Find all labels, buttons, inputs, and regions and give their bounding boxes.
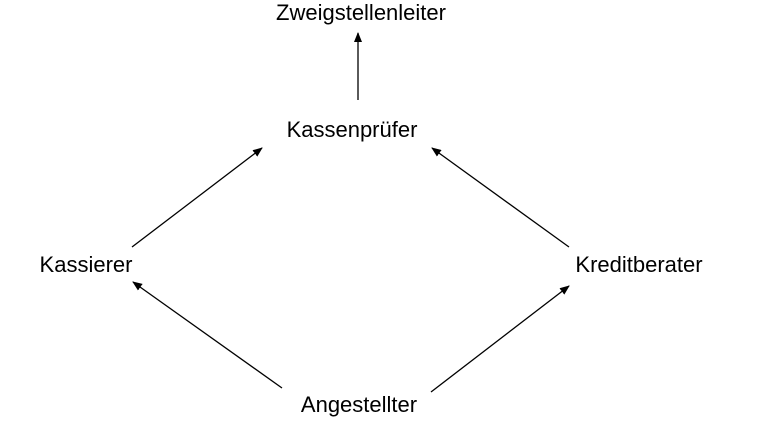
- node-kassenpruefer: Kassenprüfer: [286, 117, 418, 142]
- node-zweigstellenleiter: Zweigstellenleiter: [276, 0, 446, 25]
- node-kreditberater: Kreditberater: [575, 252, 703, 277]
- edge-angestellter-to-kassierer: [132, 281, 283, 389]
- edge-kreditberater-to-kassenpruefer: [431, 147, 570, 248]
- edge-angestellter-to-kreditberater: [430, 285, 570, 393]
- node-angestellter: Angestellter: [300, 392, 418, 417]
- edge-kassierer-to-kassenpruefer: [131, 147, 263, 248]
- node-kassierer: Kassierer: [39, 252, 133, 277]
